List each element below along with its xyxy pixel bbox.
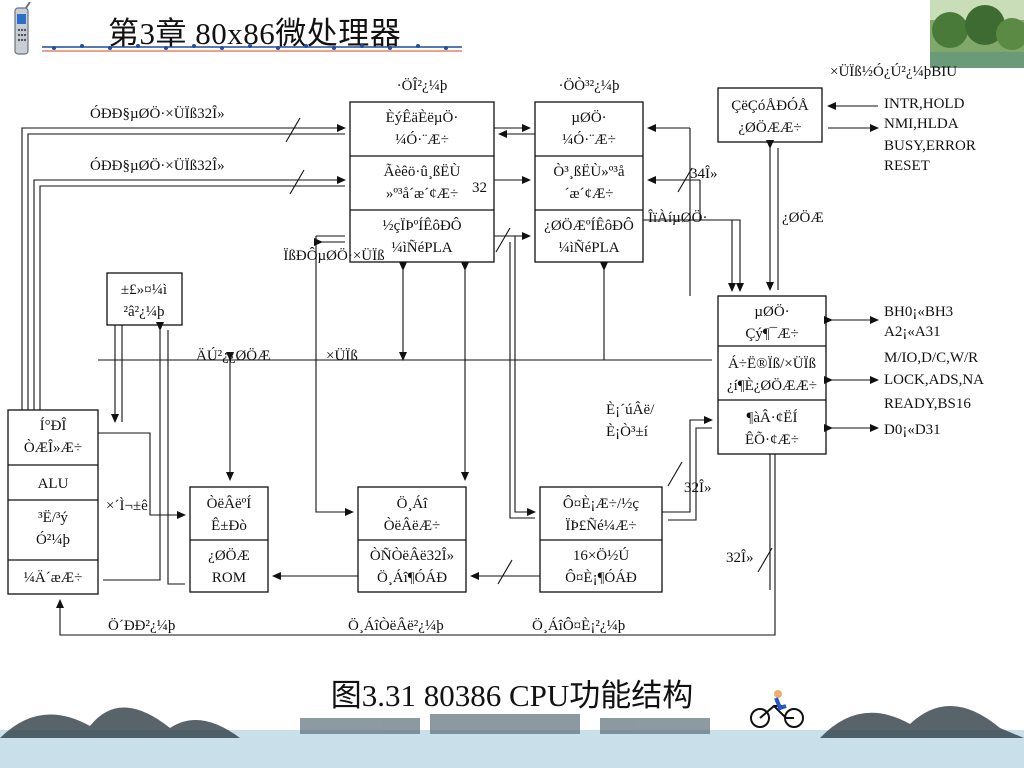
control-line-2: ¿ØÖÆÆ÷ [738,119,801,136]
linear-address-bus-label: ÏßÐÔµØÖ·×ÜÏß [283,247,384,264]
bus-control-line-1: µØÖ· [754,303,789,320]
exec-line-6: ¼Ä´æÆ÷ [24,569,83,586]
prefetcher-line-4: Ô¤È¡¶ÓÁÐ [565,569,637,586]
decoder-line-2: ÒëÂëÆ÷ [384,517,441,534]
decode-unit-caption: Ö¸ÁîÒëÂë²¿¼þ [348,617,444,634]
prefetcher-line-3: 16×Ö½Ú [573,547,630,564]
prefetch-request-label-1: È¡´úÂë/ [606,401,655,418]
decoder-line-4: Ö¸Áî¶ÓÁÐ [377,569,447,586]
signal-nmi-hlda: NMI,HLDA [884,116,959,132]
physical-address-label: ÎïÀíµØÖ· [648,209,707,226]
cyclist-icon [750,690,804,728]
signal-byte-enable: BH0¡«BH3 [884,304,953,320]
control-label: ¿ØÖÆ [782,209,824,226]
paging-line-3: Ò³¸ßËÙ»º³å [553,163,624,180]
signal-reset: RESET [884,158,930,174]
paging-line-5: ¿ØÖÆºÍÊôÐÔ [544,217,634,234]
exec-line-3: ALU [38,476,69,492]
signal-address-lines: A2¡«A31 [884,324,941,340]
width-32-label-b: 32Î» [684,479,712,496]
decoder-line-3: ÒÑÒëÂë32Î» [370,547,454,564]
paging-line-4: ´æ´¢Æ÷ [564,186,613,202]
music-note-strip-decoration [42,44,462,52]
signal-lock-ads-na: LOCK,ADS,NA [884,372,984,388]
exec-line-4: ³Ë/³ý [38,509,68,526]
execution-unit-caption: Ö´ÐÐ²¿¼þ [108,617,175,634]
paging-unit-box [534,101,644,263]
exec-line-5: Ó²¼þ [36,531,70,548]
width-32-label-c: 32Î» [726,549,754,566]
chapter-title: 第3章 80x86微处理器 [108,16,402,51]
signal-ready-bs16: READY,BS16 [884,396,971,412]
segmentation-line-2: ¼Ó·¨Æ÷ [395,131,449,148]
decode-rom-line-3: ¿ØÖÆ [208,547,250,564]
segmentation-line-4: »º³å´æ´¢Æ÷ [386,186,458,202]
protection-line-2: ²â²¿¼þ [123,304,164,320]
internal-control-label: ÄÚ²¿¿ØÖÆ [196,347,270,364]
signal-busy-error: BUSY,ERROR [884,138,976,154]
signal-mio-dc-wr: M/IO,D/C,W/R [884,350,978,366]
signal-intr-hold: INTR,HOLD [884,96,965,112]
decode-rom-line-4: ROM [212,570,246,586]
garden-photo-image [930,0,1024,68]
exec-line-1: Í°ÐÎ [40,417,67,434]
prefetcher-line-1: Ô¤È¡Æ÷/½ç [563,495,639,512]
bus-control-line-3: Á÷Ë®Ïß/×ÜÏß [728,355,816,372]
width-34-label: 34Î» [690,165,718,182]
signal-data-lines: D0¡«D31 [884,422,941,438]
cpu-block-diagram: ·ÖÎ²¿¼þ ÈýÊäÈëµÖ· ¼Ó·¨Æ÷ Ãèêö·û¸ßËÙ »º³å… [7,63,984,636]
prefetcher-line-2: ÏÞ£Ñé¼Æ÷ [565,517,636,534]
segmentation-unit-box [349,101,495,263]
decode-rom-line-2: Ê±Ðò [211,517,247,534]
segmentation-line-6: ¼ìÑéPLA [391,240,452,256]
bus-control-line-4: ¿í¶È¿ØÖÆÆ÷ [727,377,817,394]
bus-control-line-5: ¶àÂ·¢ËÍ [747,409,798,426]
status-flag-label: ×´Ì¬±ê [106,497,148,514]
bus-interface-note: ×ÜÏß½Ó¿Ú²¿¼þBIU [830,63,957,80]
width-32-label: 32 [472,180,487,196]
exec-line-2: ÒÆÎ»Æ÷ [24,439,82,456]
lakeside-footer-decoration [0,705,1024,768]
decode-rom-line-1: ÒëÂëºÍ [207,495,252,512]
execution-unit-box [7,409,99,595]
address-bus-label-1: ÓÐÐ§µØÖ·×ÜÏß32Î» [90,105,225,122]
segmentation-unit-label: ·ÖÎ²¿¼þ [397,77,448,94]
bus-label: ×ÜÏß [326,347,358,364]
prefetch-request-label-2: È¡Ò³±í [606,423,648,440]
bus-control-line-2: Çý¶¯Æ÷ [745,326,798,342]
paging-line-6: ¼ìÑéPLA [558,240,619,256]
paging-unit-label: ·ÖÒ³²¿¼þ [558,77,619,94]
segmentation-line-3: Ãèêö·û¸ßËÙ [384,163,461,180]
control-line-1: ÇëÇóÅÐÓÅ [731,97,809,114]
paging-line-2: ¼Ó·¨Æ÷ [562,131,616,148]
protection-check-box [106,272,183,326]
slide-header: 第3章 80x86微处理器 [0,0,1024,68]
protection-line-1: ±£»¤¼ì [121,282,167,298]
prefetch-unit-caption: Ö¸ÁîÔ¤È¡²¿¼þ [532,617,625,634]
bus-control-line-6: ÊÕ·¢Æ÷ [745,431,799,448]
segmentation-line-5: ½çÏÞºÍÊôÐÔ [382,217,461,234]
mobile-phone-icon [14,2,31,55]
address-bus-label-2: ÓÐÐ§µØÖ·×ÜÏß32Î» [90,157,225,174]
segmentation-line-1: ÈýÊäÈëµÖ· [386,109,459,126]
paging-line-1: µØÖ· [571,109,606,126]
figure-caption: 图3.31 80386 CPU功能结构 [330,678,694,713]
decoder-line-1: Ö¸Áî [397,495,429,512]
